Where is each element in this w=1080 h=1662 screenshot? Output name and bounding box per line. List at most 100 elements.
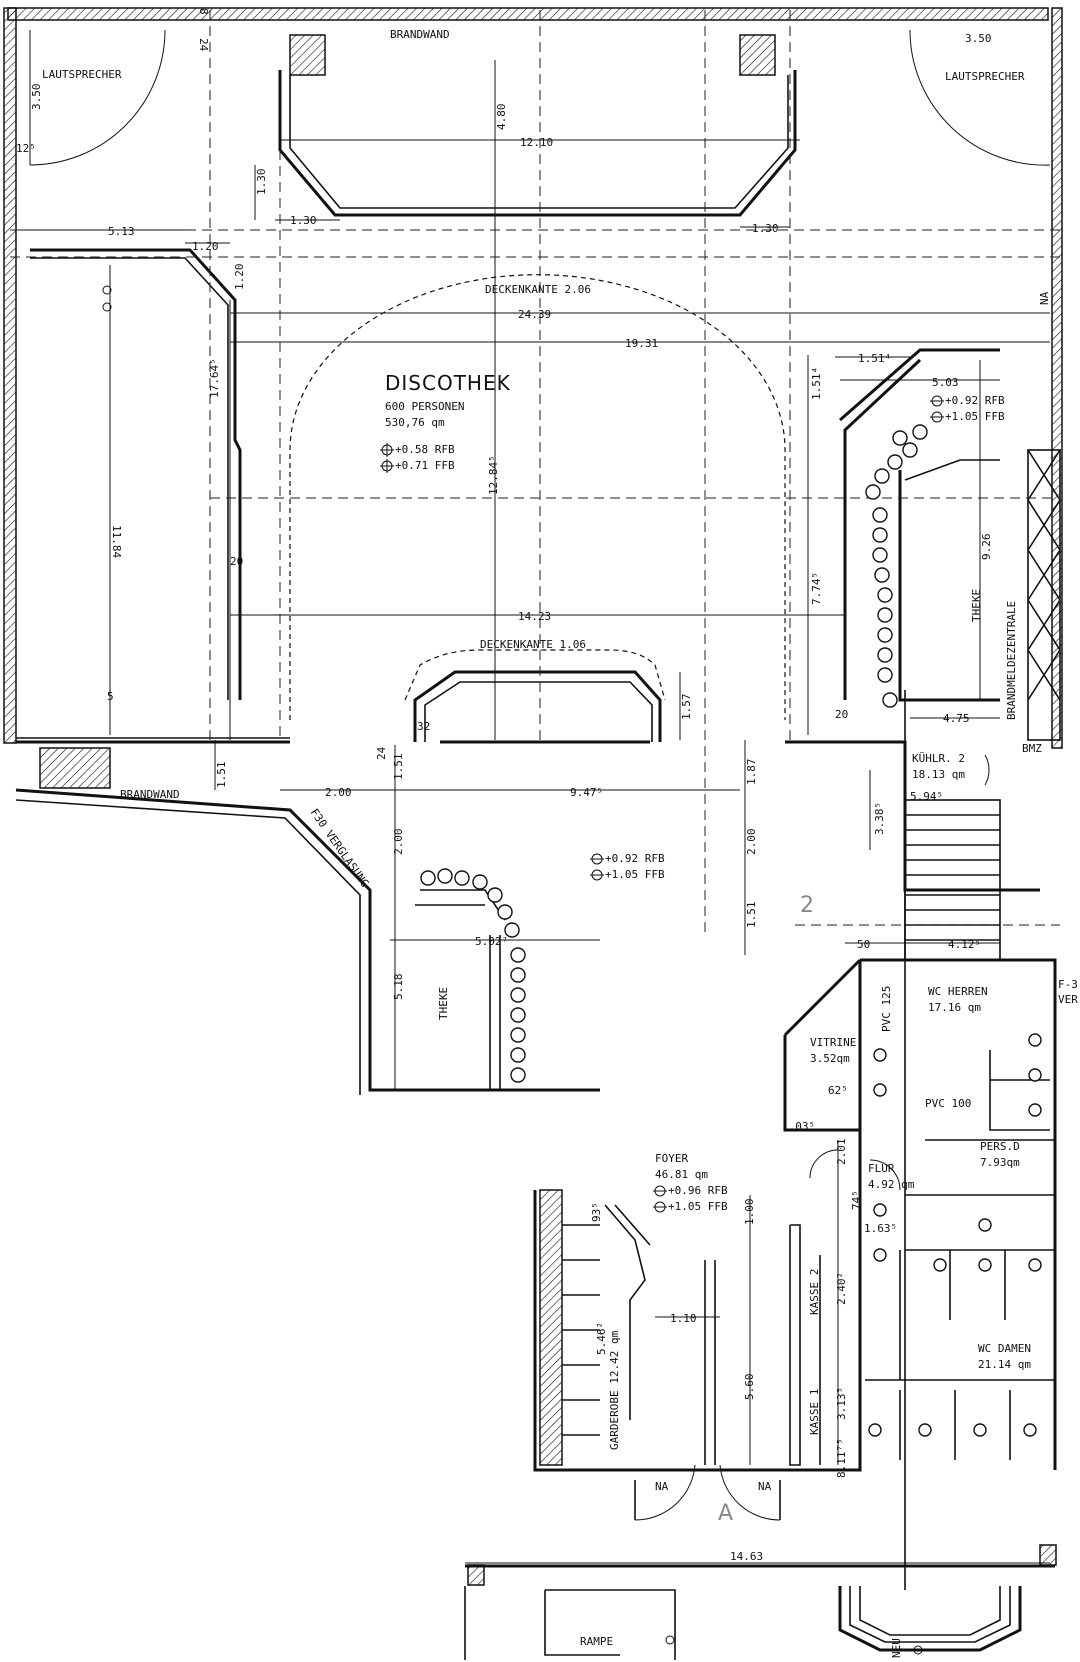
dim-1-87: 1.87 (745, 759, 758, 786)
dim-3-38: 3.38⁵ (873, 802, 886, 835)
dim-5-60: 5.60 (743, 1374, 756, 1401)
brandmelde-rack (1027, 449, 1061, 741)
label-lautsprecher-right: LAUTSPRECHER (945, 70, 1025, 83)
walls (3, 7, 1063, 1660)
dim-5-13: 5.13 (108, 225, 135, 238)
dim-9-26: 9.26 (980, 534, 993, 561)
room-discothek-level2: +0.71 FFB (395, 459, 455, 472)
dimension-texts: 3.50 3.50 12⁵ 4.80 12.10 1.30 1.30 1.30 … (16, 8, 993, 1563)
dim-14-23: 14.23 (518, 610, 551, 623)
room-discothek-area: 530,76 qm (385, 416, 445, 429)
stairs-mid (904, 799, 1001, 961)
room-theke: THEKE (970, 589, 983, 622)
speaker-arc-left (29, 29, 166, 166)
wall-col-left (30, 248, 242, 700)
dim-1-30-c: 1.30 (752, 222, 779, 235)
dim-12-84: 12.84⁵ (487, 455, 500, 495)
dim-11-84: 11.84 (110, 525, 123, 558)
room-flur-area: 4.92 qm (868, 1178, 915, 1191)
wall-top (7, 7, 1049, 21)
dim-93: 93⁵ (590, 1202, 603, 1222)
lower-level1: +0.92 RFB (605, 852, 665, 865)
platform (413, 670, 662, 742)
room-wc-damen-name: WC DAMEN (978, 1342, 1031, 1355)
dim-5-94: 5.94⁵ (910, 790, 943, 803)
wall-brandwand-left (15, 788, 600, 1092)
room-wc-damen-area: 21.14 qm (978, 1358, 1031, 1371)
room-rampe: RAMPE (580, 1635, 613, 1648)
dim-1-51-b: 1.51⁴ (810, 367, 823, 400)
label-pvc125: PVC 125 (880, 986, 893, 1032)
bar-stools-upper (865, 424, 928, 708)
wall-left (3, 7, 17, 744)
label-lautsprecher-left: LAUTSPRECHER (42, 68, 122, 81)
dim-1-20-a: 1.20 (192, 240, 219, 253)
grid-label-2: 2 (800, 893, 814, 918)
dim-2-00-b: 2.00 (392, 829, 405, 856)
dim-32: 32 (417, 720, 430, 733)
dim-3-13: 3.13⁵ (835, 1387, 848, 1420)
dim-8: 8 (197, 8, 210, 15)
room-brandmelde: BRANDMELDEZENTRALE (1005, 601, 1018, 720)
wall-wc (860, 958, 1057, 1470)
room-garderobe: GARDEROBE 12.42 qm (608, 1330, 621, 1450)
dim-5-46: 5.46² (595, 1322, 608, 1355)
dim-5-18: 5.18 (392, 974, 405, 1001)
room-foyer-level1: +0.96 RFB (668, 1184, 728, 1197)
room-foyer-level2: +1.05 FFB (668, 1200, 728, 1213)
wall-garderobe (539, 1189, 563, 1466)
garderobe-racks (562, 1204, 651, 1436)
wall-foyer (533, 960, 862, 1472)
room-discothek-name: DISCOTHEK (385, 371, 511, 395)
dim-1-51-e: 1.51 (745, 902, 758, 929)
room-foyer-name: FOYER (655, 1152, 688, 1165)
dim-9-47: 9.47⁵ (570, 786, 603, 799)
label-f3: F-3 (1058, 978, 1078, 991)
dim-1-10: 1.10 (670, 1312, 697, 1325)
grid-label-a: A (718, 1501, 733, 1526)
room-kuehlr-name: KÜHLR. 2 (912, 752, 965, 765)
dim-7-74: 7.74⁵ (810, 572, 823, 605)
dim-74: 74⁵ (850, 1190, 863, 1210)
label-pvc100: PVC 100 (925, 1097, 971, 1110)
room-discothek-persons: 600 PERSONEN (385, 400, 464, 413)
room-kuehlr-area: 18.13 qm (912, 768, 965, 781)
grid-lines (10, 10, 1060, 935)
dim-1-03: 1.03⁵ (782, 1120, 815, 1133)
toilets (868, 1033, 1042, 1437)
label-na1: NA (655, 1480, 669, 1493)
bar-level2: +1.05 FFB (945, 410, 1005, 423)
dim-4-75: 4.75 (943, 712, 970, 725)
deckenkante-arc (289, 274, 786, 720)
room-wc-herren-name: WC HERREN (928, 985, 988, 998)
room-vitrine-area: 3.52qm (810, 1052, 850, 1065)
dim-8-11: 8.11⁷⁵ (835, 1438, 848, 1478)
dim-12-10: 12.10 (520, 136, 553, 149)
bar-level1: +0.92 RFB (945, 394, 1005, 407)
dim-5: 5 (107, 690, 114, 703)
level-markers (102, 285, 944, 1655)
dim-50: 50 (857, 938, 870, 951)
dim-24-39: 24.39 (518, 308, 551, 321)
door-flur (809, 1149, 839, 1179)
dim-1-20-b: 1.20 (233, 264, 246, 291)
dim-1-30-a: 1.30 (255, 169, 268, 196)
stage (278, 70, 797, 217)
dim-5-03: 5.03 (932, 376, 959, 389)
room-foyer-area: 46.81 qm (655, 1168, 708, 1181)
dim-24: 24 (197, 38, 210, 52)
room-discothek-level1: +0.58 RFB (395, 443, 455, 456)
dim-1-51-d: 1.51 (392, 754, 405, 781)
label-na2: NA (758, 1480, 772, 1493)
room-pers-area: 7.93qm (980, 1156, 1020, 1169)
dim-17-64: 17.64⁵ (208, 358, 221, 398)
dim-1-51-a: 1.51⁴ (858, 352, 891, 365)
room-pers-name: PERS.D (980, 1140, 1020, 1153)
label-brandwand-top: BRANDWAND (390, 28, 450, 41)
label-ver: VER (1058, 993, 1078, 1006)
label-deckenkante1: DECKENKANTE 2.06 (485, 283, 591, 296)
room-flur-name: FLUR (868, 1162, 895, 1175)
dim-19-31: 19.31 (625, 337, 658, 350)
room-vitrine-name: VITRINE (810, 1036, 856, 1049)
dim-1-57: 1.57 (680, 694, 693, 721)
